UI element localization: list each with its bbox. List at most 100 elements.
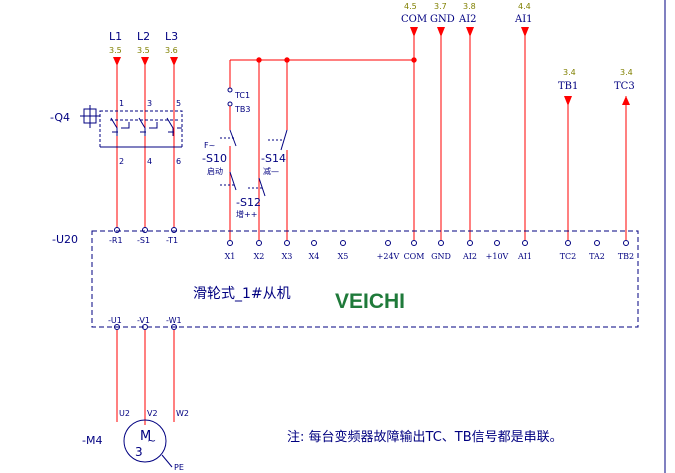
motor-tag: -M4: [82, 434, 102, 447]
signal-label: TC3: [614, 81, 635, 92]
pin-number: 3: [147, 99, 152, 108]
control-terminal-point: [467, 240, 473, 246]
arrow-down-icon: [466, 27, 474, 37]
signal-ai2: 3.8 AI2: [458, 2, 477, 240]
pin-number: 2: [119, 157, 124, 166]
motor-feed: [116, 330, 175, 425]
motor-pe: PE: [174, 463, 184, 472]
control-terminal-point: [340, 240, 346, 246]
control-terminal-point: [411, 240, 417, 246]
arrow-up-icon: [622, 96, 630, 105]
terminal-s1: -S1: [137, 236, 150, 245]
control-terminal-point: [623, 240, 629, 246]
control-terminal-label: TA2: [589, 252, 605, 261]
inverter-name: 滑轮式_1#从机: [193, 285, 291, 302]
signal-label: GND: [430, 14, 455, 25]
signal-ref: 3.4: [563, 68, 576, 77]
inverter-u20: -U20 滑轮式_1#从机 VEICHI: [52, 230, 639, 328]
signal-ai1: 4.4 AI1: [514, 2, 533, 240]
control-terminal-label: X2: [254, 252, 265, 261]
signal-tb1: 3.4 TB1: [558, 68, 578, 240]
contact-label-tb3: TB3: [234, 105, 250, 114]
arrow-down-icon: [410, 27, 418, 37]
switch-tag-s12: -S12: [236, 196, 261, 209]
output-terminals: [114, 324, 177, 330]
signal-ref: 3.4: [620, 68, 633, 77]
switch-s12: [248, 177, 266, 197]
pin-number: 1: [119, 99, 124, 108]
pin-number: 4: [147, 157, 152, 166]
motor-icon: [123, 419, 167, 463]
terminal-t1: -T1: [166, 236, 178, 245]
arrow-down-icon: [564, 96, 572, 106]
phase-label: L3: [165, 30, 178, 43]
signal-tc3: 3.4 TC3: [614, 68, 635, 240]
signal-label: TB1: [558, 81, 578, 92]
pin-number: 6: [176, 157, 181, 166]
motor-phases: 3: [135, 445, 143, 459]
switch-desc-s12: 增++: [236, 209, 257, 219]
terminal-w1: -W1: [166, 316, 182, 325]
inverter-outline: [91, 230, 639, 328]
control-terminal-point: [522, 240, 528, 246]
control-terminal-point: [284, 240, 290, 246]
control-terminal-point: [438, 240, 444, 246]
switch-tag-s14: -S14: [261, 152, 286, 165]
control-terminal-label: X5: [338, 252, 349, 261]
arrow-down-icon: [113, 57, 121, 66]
terminal-tc1: [227, 87, 233, 93]
control-terminal-point: [227, 240, 233, 246]
control-terminal-label: X1: [225, 252, 236, 261]
control-terminal-point: [385, 240, 391, 246]
com-bus: [229, 57, 417, 240]
control-terminal-point: [311, 240, 317, 246]
control-terminal-point: [594, 240, 600, 246]
terminal-tb3: [227, 101, 233, 107]
control-terminal-label: AI2: [462, 252, 477, 261]
motor-pin-w2: W2: [176, 409, 189, 418]
input-terminals: [114, 227, 177, 233]
control-terminal-label: X3: [282, 252, 293, 261]
breaker-q4: -Q4: [50, 105, 183, 148]
terminal-r1: -R1: [109, 236, 123, 245]
supply-phase-l1: L1 3.5 1 2: [109, 30, 124, 228]
terminal-v1: -V1: [137, 316, 150, 325]
breaker-tag: -Q4: [50, 111, 70, 124]
arrow-down-icon: [437, 27, 445, 37]
signal-label: AI2: [458, 14, 477, 25]
switch-desc-s14: 减—: [263, 166, 279, 176]
switch-desc-s10: 启动: [207, 166, 223, 176]
motor-symbol: M: [140, 429, 151, 444]
signal-ref: 3.8: [463, 2, 476, 11]
control-terminal-point: [494, 240, 500, 246]
signal-label: AI1: [514, 14, 533, 25]
signal-ref: 3.7: [434, 2, 447, 11]
inverter-tag: -U20: [52, 233, 78, 246]
arrow-down-icon: [521, 27, 529, 37]
phase-ref: 3.6: [165, 46, 178, 55]
motor-pin-v2: V2: [147, 409, 158, 418]
control-terminal-label: +10V: [486, 252, 509, 261]
control-terminal-label: +24V: [377, 252, 400, 261]
signal-com: 4.5 COM: [401, 2, 427, 240]
control-terminal-label: TB2: [618, 252, 634, 261]
control-terminal-label: X4: [309, 252, 320, 261]
footnote: 注: 每台变频器故障输出TC、TB信号都是串联。: [287, 429, 563, 445]
terminal-u1: -U1: [108, 316, 122, 325]
control-terminal-point: [565, 240, 571, 246]
control-terminal-label: COM: [404, 252, 425, 261]
signal-label: COM: [401, 14, 427, 25]
pin-number: 5: [176, 99, 181, 108]
supply-phase-l3: L3 3.6 5 6: [165, 30, 181, 228]
arrow-down-icon: [141, 57, 149, 66]
phase-ref: 3.5: [137, 46, 150, 55]
motor-m4: M ~ 3 PE -M4: [82, 419, 184, 472]
phase-label: L2: [137, 30, 150, 43]
switch-s14: [268, 129, 288, 151]
phase-label: L1: [109, 30, 122, 43]
signal-ref: 4.4: [518, 2, 531, 11]
control-terminal-label: AI1: [517, 252, 532, 261]
